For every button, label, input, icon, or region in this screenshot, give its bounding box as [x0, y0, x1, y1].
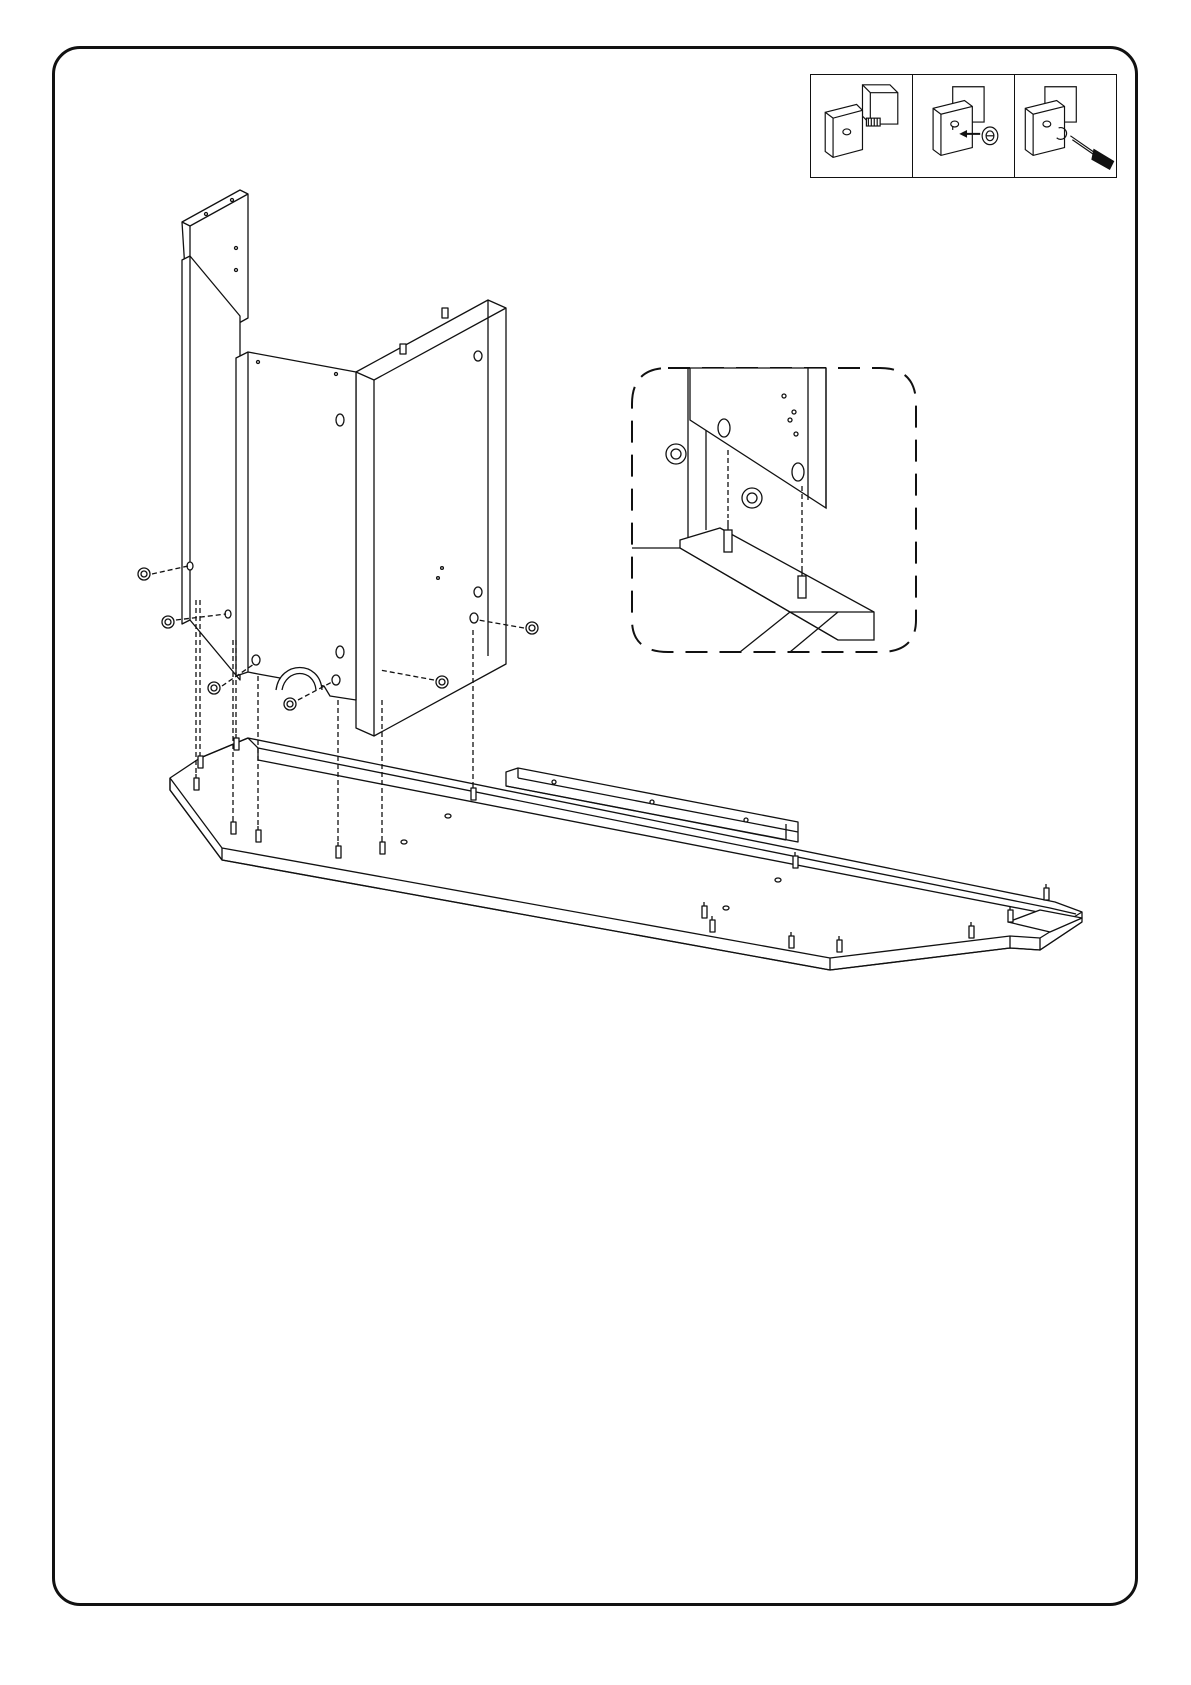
dowel-pin: [1044, 884, 1049, 900]
cam-lock: [138, 568, 150, 580]
base-panel: [170, 738, 1082, 970]
dowel-pin: [198, 752, 203, 768]
dowel-pin: [234, 734, 239, 750]
front-panel: [236, 352, 356, 700]
right-side-panel: [356, 300, 506, 736]
cam-lock: [526, 622, 538, 634]
cam-lock: [162, 616, 174, 628]
cam-lock: [284, 698, 296, 710]
cam-lock: [436, 676, 448, 688]
cam-lock: [208, 682, 220, 694]
